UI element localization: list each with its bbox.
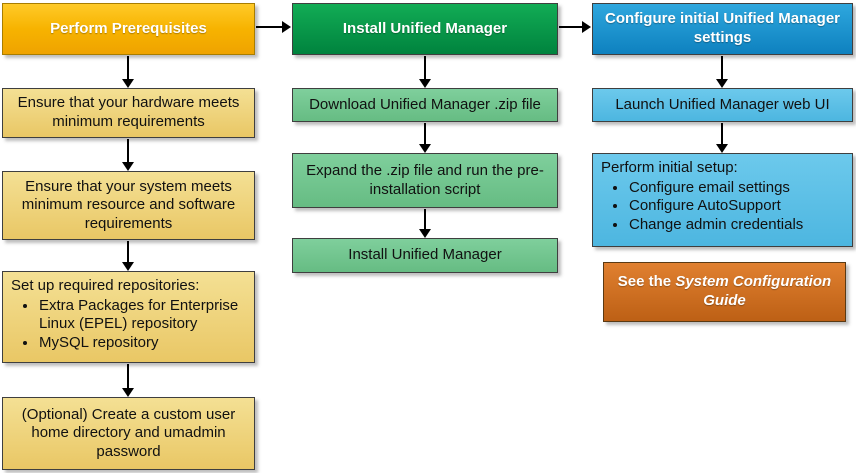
arrow-down bbox=[716, 123, 728, 153]
step-install-unified-manager: Install Unified Manager bbox=[292, 238, 558, 273]
step-title: Perform initial setup: bbox=[601, 159, 738, 176]
arrow-down bbox=[122, 364, 134, 397]
arrow-shaft bbox=[127, 139, 129, 164]
arrow-down bbox=[419, 209, 431, 238]
arrow-head bbox=[716, 144, 728, 153]
arrow-down bbox=[419, 123, 431, 153]
step-label: Ensure that your system meets minimum re… bbox=[21, 177, 236, 232]
arrow-head bbox=[419, 79, 431, 88]
arrow-head bbox=[419, 229, 431, 238]
step-label: Install Unified Manager bbox=[348, 246, 502, 264]
arrow-shaft bbox=[424, 209, 426, 231]
step-label: (Optional) Create a custom user home dir… bbox=[21, 405, 236, 460]
arrow-down bbox=[122, 139, 134, 171]
arrow-shaft bbox=[127, 241, 129, 264]
arrow-head bbox=[582, 21, 591, 33]
note-label: See the System Configuration Guide bbox=[610, 273, 839, 310]
arrow-down bbox=[122, 241, 134, 271]
arrow-right bbox=[559, 21, 591, 33]
arrow-shaft bbox=[424, 123, 426, 146]
arrow-head bbox=[282, 21, 291, 33]
arrow-shaft bbox=[127, 56, 129, 81]
step-title: Set up required repositories: bbox=[11, 277, 200, 294]
step-setup-repositories: Set up required repositories: Extra Pack… bbox=[2, 271, 255, 363]
arrow-shaft bbox=[559, 26, 584, 28]
step-optional-home-directory: (Optional) Create a custom user home dir… bbox=[2, 397, 255, 470]
bullet-list: Configure email settings Configure AutoS… bbox=[601, 179, 844, 235]
arrow-head bbox=[716, 79, 728, 88]
step-launch-web-ui: Launch Unified Manager web UI bbox=[592, 88, 853, 122]
arrow-shaft bbox=[721, 123, 723, 146]
arrow-shaft bbox=[256, 26, 284, 28]
step-label: Ensure that your hardware meets minimum … bbox=[17, 94, 240, 130]
header-perform-prerequisites: Perform Prerequisites bbox=[2, 3, 255, 55]
arrow-head bbox=[122, 262, 134, 271]
bullet-list: Extra Packages for Enterprise Linux (EPE… bbox=[11, 297, 246, 353]
header-install-unified-manager: Install Unified Manager bbox=[292, 3, 558, 55]
bullet-item: Configure AutoSupport bbox=[628, 197, 844, 216]
step-expand-zip: Expand the .zip file and run the pre-ins… bbox=[292, 153, 558, 208]
header-label: Install Unified Manager bbox=[342, 19, 508, 37]
bullet-item: Change admin credentials bbox=[628, 216, 844, 235]
step-perform-initial-setup: Perform initial setup: Configure email s… bbox=[592, 153, 853, 247]
header-label: Perform Prerequisites bbox=[50, 19, 207, 37]
note-system-configuration-guide: See the System Configuration Guide bbox=[603, 262, 846, 322]
arrow-down bbox=[716, 56, 728, 88]
step-label: Launch Unified Manager web UI bbox=[615, 95, 830, 113]
arrow-shaft bbox=[127, 364, 129, 390]
arrow-head bbox=[419, 144, 431, 153]
step-system-requirements: Ensure that your system meets minimum re… bbox=[2, 171, 255, 240]
bullet-item: MySQL repository bbox=[38, 334, 246, 353]
header-label: Configure initial Unified Manager settin… bbox=[604, 10, 840, 46]
step-download-zip: Download Unified Manager .zip file bbox=[292, 88, 558, 122]
bullet-item: Extra Packages for Enterprise Linux (EPE… bbox=[38, 297, 246, 334]
step-label: Download Unified Manager .zip file bbox=[309, 95, 541, 113]
arrow-down bbox=[419, 56, 431, 88]
arrow-shaft bbox=[424, 56, 426, 81]
step-hardware-requirements: Ensure that your hardware meets minimum … bbox=[2, 88, 255, 138]
arrow-head bbox=[122, 79, 134, 88]
bullet-item: Configure email settings bbox=[628, 179, 844, 198]
note-guide-title: System Configuration Guide bbox=[675, 273, 832, 309]
arrow-right bbox=[256, 21, 291, 33]
arrow-shaft bbox=[721, 56, 723, 81]
arrow-head bbox=[122, 388, 134, 397]
arrow-head bbox=[122, 162, 134, 171]
step-label: Expand the .zip file and run the pre-ins… bbox=[306, 161, 544, 198]
header-configure-initial-settings: Configure initial Unified Manager settin… bbox=[592, 3, 853, 55]
note-prefix: See the bbox=[617, 273, 676, 291]
arrow-down bbox=[122, 56, 134, 88]
